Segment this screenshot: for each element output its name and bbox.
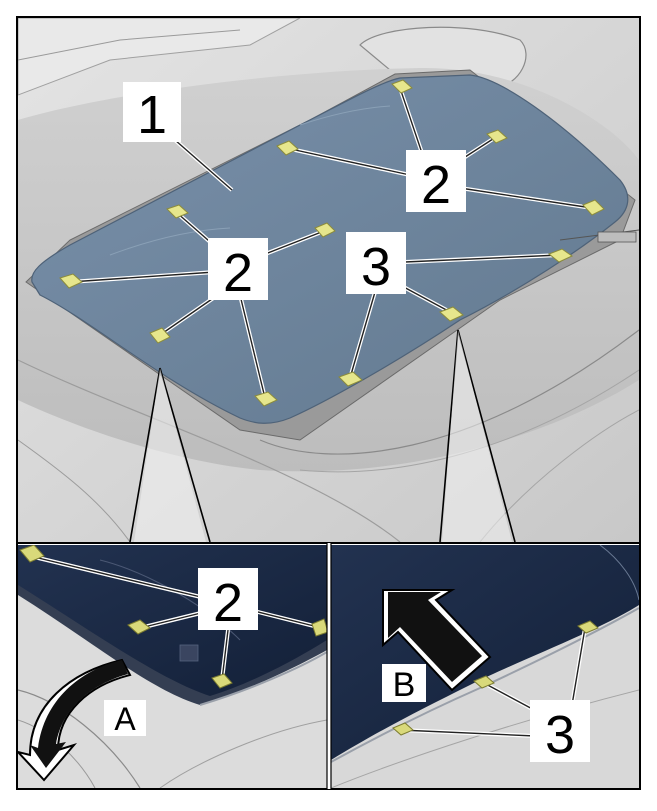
clip — [486, 129, 508, 144]
zoom-cone-left — [129, 367, 211, 542]
clip — [391, 79, 413, 94]
callout-3-box — [346, 232, 406, 294]
clip — [582, 199, 605, 216]
clip — [276, 140, 299, 156]
callout-2-upper: 2 — [421, 155, 451, 215]
clip — [127, 619, 151, 635]
callout-2-left: 2 — [223, 243, 253, 303]
clip — [311, 618, 327, 637]
clip — [314, 222, 336, 238]
clip — [254, 391, 278, 407]
clip — [439, 306, 464, 322]
main-view: 1 2 2 3 — [18, 18, 639, 542]
clips-detail-right — [392, 620, 599, 736]
clip — [19, 545, 45, 563]
detail-left-callout-2: 2 — [213, 573, 243, 633]
detail-left-view: 2 A — [18, 545, 327, 788]
arrow-b-box — [382, 664, 426, 702]
arrow-a-label: A — [114, 701, 136, 737]
leader-line-1 — [174, 139, 233, 191]
arrow-b-label: B — [393, 666, 416, 704]
detail-right-view: B 3 — [331, 545, 639, 788]
callout-1-box — [123, 82, 181, 142]
clip — [548, 248, 573, 263]
clips-main — [59, 79, 605, 407]
clip — [392, 722, 414, 736]
detail-right-leaders — [399, 627, 586, 737]
clip — [211, 673, 233, 689]
clip — [577, 620, 599, 634]
clip — [338, 371, 363, 387]
clip — [473, 675, 495, 689]
clip — [59, 273, 83, 289]
clip — [166, 204, 189, 219]
clip — [149, 327, 171, 344]
detail-right-callout-3: 3 — [545, 705, 575, 765]
callout-2-upper-box — [406, 150, 466, 212]
clips-detail-left — [19, 545, 327, 689]
callout-3: 3 — [361, 237, 391, 297]
detail-left-callout-box — [198, 568, 258, 630]
detail-left-leaders — [29, 555, 319, 681]
windshield — [18, 18, 301, 96]
zoom-cone-right — [439, 329, 516, 542]
callout-1: 1 — [137, 85, 167, 145]
detail-right-callout-box — [530, 700, 590, 762]
arrow-a-box — [104, 700, 146, 736]
glass-panel — [31, 74, 629, 424]
leader-lines-3 — [349, 254, 561, 379]
callout-2-left-box — [208, 238, 268, 300]
